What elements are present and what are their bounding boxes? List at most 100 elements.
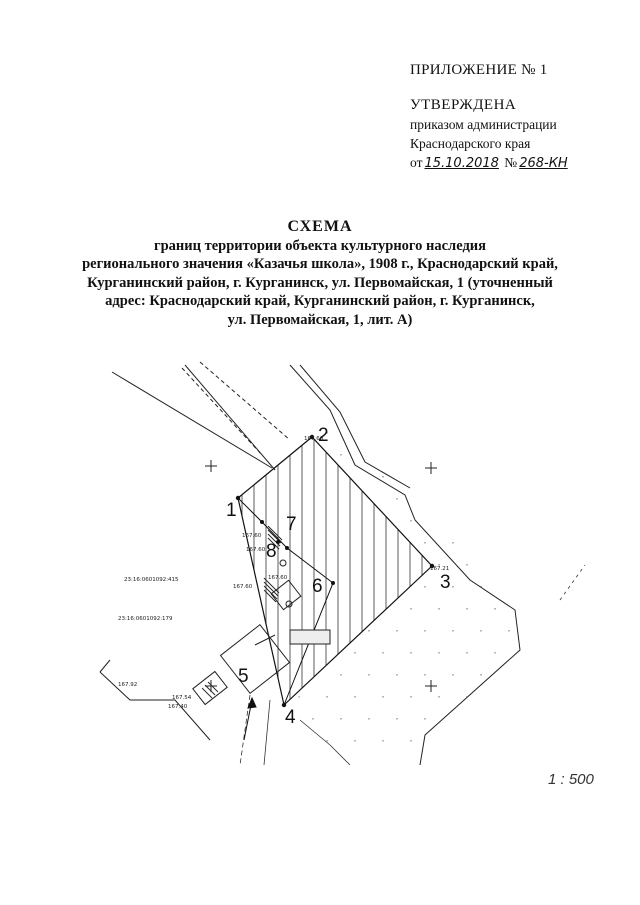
grass-mark: " [200,498,202,504]
number-prefix: № [504,155,518,170]
grass-mark: " [424,542,426,548]
grass-mark: " [242,696,244,702]
grass-mark: " [452,454,454,460]
grass-mark: " [480,586,482,592]
grass-mark: " [480,630,482,636]
grass-mark: " [396,498,398,504]
grass-mark: " [200,674,202,680]
grass-mark: " [508,674,510,680]
grass-mark: " [396,630,398,636]
grass-mark: " [424,674,426,680]
grass-mark: " [466,520,468,526]
grass-mark: " [424,366,426,372]
grass-mark: " [214,520,216,526]
approved-label: УТВЕРЖДЕНА [410,97,517,113]
grass-mark: " [452,630,454,636]
grass-mark: " [284,410,286,416]
grass-mark: " [200,630,202,636]
grass-mark: " [382,388,384,394]
grass-mark: " [466,564,468,570]
grass-mark: " [424,498,426,504]
grass-mark: " [410,696,412,702]
grass-mark: " [508,366,510,372]
title-line-6: ул. Первомайская, 1, лит. А) [227,311,413,328]
grass-mark: " [508,410,510,416]
order-line-2: Краснодарского края [410,136,531,151]
grass-mark: " [438,476,440,482]
elevation-3: 167.60 [233,584,253,590]
approval-block: УТВЕРЖДЕНА приказом администрации Красно… [410,96,570,173]
grass-mark: " [494,652,496,658]
grass-mark: " [396,366,398,372]
grass-mark: " [480,718,482,724]
grass-mark: " [270,740,272,746]
grass-mark: " [284,674,286,680]
number-value: 268-КН [519,156,568,171]
grass-mark: " [312,410,314,416]
grass-mark: " [480,542,482,548]
grass-mark: " [494,476,496,482]
building-outlines [99,559,331,741]
grass-mark: " [354,432,356,438]
grass-mark: " [200,586,202,592]
grass-mark: " [228,454,230,460]
point-label-7: 7 [286,514,297,535]
grass-mark: " [214,476,216,482]
grass-mark: " [466,608,468,614]
grass-mark: " [354,388,356,394]
grass-mark: " [256,366,258,372]
grass-mark: " [228,542,230,548]
grass-mark: " [452,674,454,680]
grass-mark: " [382,652,384,658]
point-label-2: 2 [318,425,329,446]
elevation-2: 167.60 [246,547,266,553]
grass-mark: " [256,410,258,416]
misc-dashed-lines [239,564,586,765]
grass-mark: " [508,498,510,504]
grass-mark: " [214,652,216,658]
grass-mark: " [214,564,216,570]
grass-mark: " [270,476,272,482]
grass-mark: " [242,608,244,614]
grass-mark: " [326,388,328,394]
grass-mark: " [396,718,398,724]
grass-mark: " [480,498,482,504]
elevation-8: 167.21 [430,566,449,572]
grass-mark: " [340,586,342,592]
grass-mark: " [354,564,356,570]
grass-mark: " [480,410,482,416]
grass-mark: " [256,498,258,504]
grass-mark: " [438,608,440,614]
grass-mark: " [270,608,272,614]
grass-mark: " [270,520,272,526]
grass-mark: " [382,564,384,570]
grid-crosses [205,460,437,692]
grass-mark: " [494,388,496,394]
boundary-map: " " " " " " " " " " " " " " " " " " " " " " " " " " " " " " " " " " " " " " " "… [99,361,586,765]
grass-mark: " [494,740,496,746]
title-line-2: границ территории объекта культурного на… [154,237,486,254]
street-lines [111,361,521,765]
grass-mark: " [368,630,370,636]
grass-mark: " [410,432,412,438]
grass-mark: " [382,432,384,438]
grass-mark: " [382,476,384,482]
grass-mark: " [508,542,510,548]
point-label-3: 3 [440,572,451,593]
title-line-4: Курганинский район, г. Курганинск, ул. П… [87,274,553,291]
grass-mark: " [438,652,440,658]
grass-mark: " [256,674,258,680]
grass-mark: " [270,696,272,702]
grass-mark: " [396,410,398,416]
elevation-6: 167.40 [168,704,188,710]
cadastral-number-2: 23:16:0601092:179 [118,616,173,622]
grass-mark: " [340,366,342,372]
grass-mark: " [340,718,342,724]
grass-mark: " [410,608,412,614]
grass-mark: " [200,410,202,416]
grass-mark: " [354,476,356,482]
point-label-6: 6 [312,576,323,597]
grass-mark: " [298,608,300,614]
boundary-vertices [235,434,435,708]
grass-mark: " [452,498,454,504]
